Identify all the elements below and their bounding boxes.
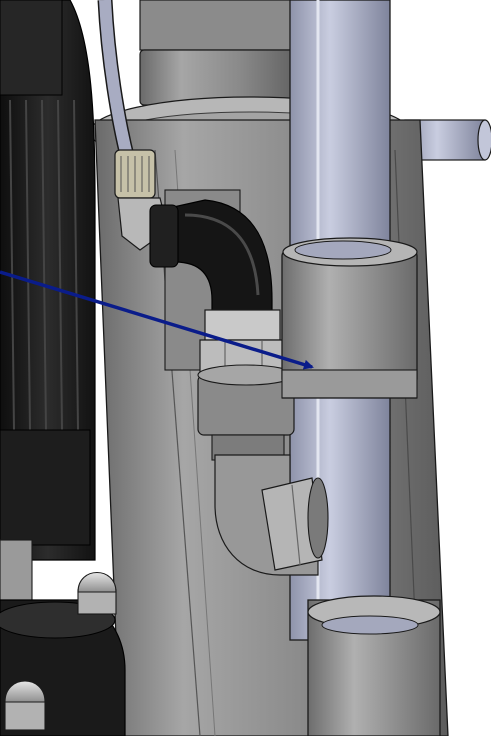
cap-nut [77,571,117,615]
motor-housing [0,0,96,561]
fitting-body [197,364,295,461]
tube-clamp-sleeve [281,237,418,399]
callout-arrow [0,270,314,370]
lower-tube-collar [307,595,441,736]
elbow-fitting-lower [214,454,329,576]
cap-nut [4,680,46,731]
cable [97,0,136,162]
cap-nuts [4,571,117,731]
